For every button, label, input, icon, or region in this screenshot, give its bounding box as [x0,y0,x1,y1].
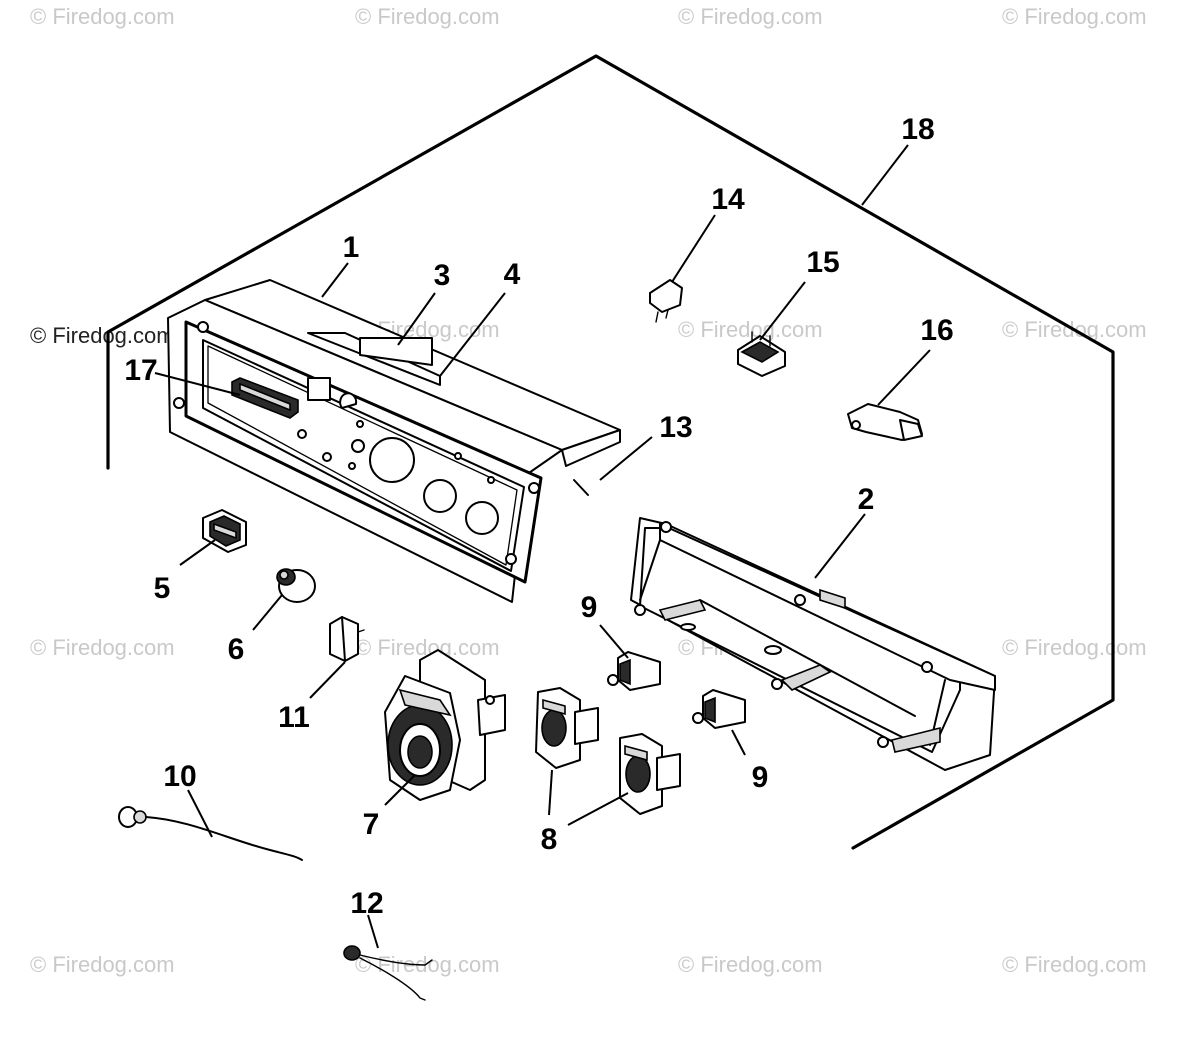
callout-6: 6 [228,633,245,666]
callout-4: 4 [504,258,521,291]
duplex-receptacle-part [535,687,599,769]
callout-16: 16 [920,314,953,347]
callout-9a: 9 [581,591,598,624]
large-receptacle-part [384,649,506,801]
circuit-breaker-part [692,689,746,729]
relay-part [649,279,683,323]
watermark-text: © Firedog.com [678,952,823,977]
callout-13: 13 [659,411,692,444]
callout-7: 7 [363,808,380,841]
watermark-text: © Firedog.com [355,4,500,29]
callout-9b: 9 [752,761,769,794]
knob-part [276,568,316,603]
callout-12: 12 [350,887,383,920]
callout-18: 18 [901,113,934,146]
watermark-text: © Firedog.com [30,323,175,348]
circuit-breaker-part [607,651,661,691]
callout-15: 15 [806,246,839,279]
callout-8: 8 [541,823,558,856]
callout-11: 11 [278,701,310,734]
watermark-text: © Firedog.com [30,952,175,977]
rocker-switch-part [202,509,247,553]
watermark-text: © Firedog.com [30,4,175,29]
leader-lines [154,144,931,949]
watermark-text: © Firedog.com [678,317,823,342]
callouts: 1 2 3 4 5 6 7 8 9 9 10 11 12 13 14 15 16… [124,113,953,920]
watermark-text: © Firedog.com [1002,635,1147,660]
callout-5: 5 [154,572,171,605]
callout-3: 3 [434,259,451,292]
watermark-text: © Firedog.com [1002,4,1147,29]
frame-part [630,517,996,771]
lamp-wire-part [118,806,303,861]
callout-2: 2 [858,483,875,516]
duplex-receptacle-part [619,733,681,815]
callout-1: 1 [343,231,360,264]
watermarks: © Firedog.com © Firedog.com © Firedog.co… [30,4,1147,977]
block-part [329,616,365,662]
small-lamp-wire-part [343,945,433,1001]
watermark-text: © Firedog.com [355,952,500,977]
callout-14: 14 [711,183,745,216]
watermark-text: © Firedog.com [678,4,823,29]
watermark-text: © Firedog.com [1002,952,1147,977]
watermark-text: © Firedog.com [30,635,175,660]
rectifier-part [737,331,786,377]
callout-10: 10 [163,760,196,793]
callout-17: 17 [124,354,157,387]
assembly-bracket-line [106,54,1115,850]
control-panel-part [167,279,621,603]
module-part [847,403,923,441]
